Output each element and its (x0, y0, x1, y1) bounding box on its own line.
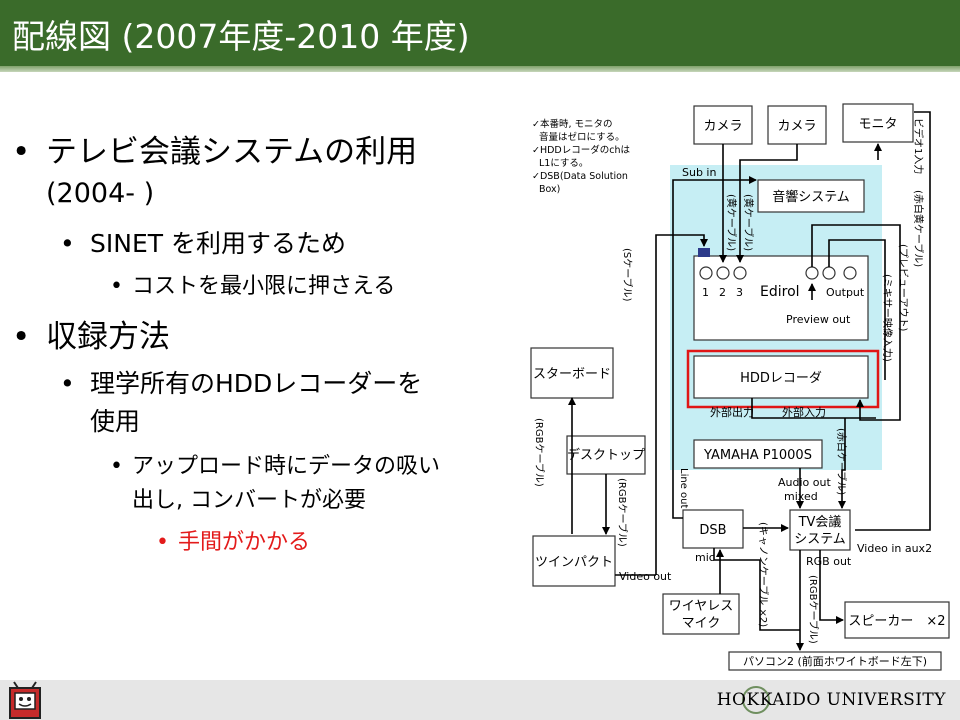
bullet-l2-hdd-line1: 理学所有のHDDレコーダーを (90, 369, 423, 398)
audio-system-label: 音響システム (772, 189, 850, 205)
rgb-out-label: RGB out (806, 555, 852, 568)
desktop-label: デスクトップ (567, 447, 645, 463)
bullet-l3-upload-line1: アップロード時にデータの吸い (132, 454, 441, 479)
bullet-l1-recording: 収録方法 (46, 319, 170, 355)
edirol-preview-label: Preview out (786, 313, 851, 326)
note-line: Box) (539, 184, 560, 195)
monitor-label: モニタ (858, 117, 897, 132)
hdd-recorder-label: HDDレコーダ (740, 371, 822, 386)
bullet-dot: • (12, 134, 31, 170)
cable-yellow-2: (黄ケーブル) (742, 194, 755, 251)
edirol-label: Edirol (760, 284, 800, 300)
audio-out-label-1: Audio out (778, 476, 831, 489)
tv-conference-label-2: システム (794, 532, 846, 547)
bullet-l1-video-conference: テレビ会議システムの利用 (46, 134, 418, 170)
bullet-dot: • (12, 319, 31, 355)
edirol-in2-label: 2 (719, 286, 726, 299)
title-bar: 配線図 (2007年度-2010 年度) (0, 0, 960, 66)
bullet-dot: • (110, 274, 123, 299)
dsb-box (682, 509, 744, 549)
note-line: ✓本番時, モニタの (532, 118, 613, 130)
video-out-label: Video out (619, 570, 672, 583)
line-out-label: Line out (678, 468, 689, 508)
edirol-output-1 (805, 266, 819, 280)
hdd-highlight (686, 349, 880, 409)
bullet-l1-video-conference-years: (2004- ) (46, 178, 155, 209)
cable-rwy-label: (赤白黄ケーブル) (912, 190, 925, 267)
speaker-label: スピーカー ×2 (848, 614, 945, 629)
edirol-input-2 (716, 266, 730, 280)
bullet-dot: • (60, 229, 75, 258)
cable-rgb-3: (RGBケーブル) (807, 575, 820, 644)
edirol-in3-label: 3 (736, 286, 743, 299)
wireless-mic-box (662, 593, 740, 635)
mixer-video-in-label: (ミキサー映像入力) (881, 274, 894, 362)
camera-2-label: カメラ (777, 119, 816, 134)
wireless-mic-label-2: マイク (682, 616, 721, 631)
edirol-output-label: Output (826, 286, 865, 299)
twin-pact-label: ツインパクト (535, 555, 613, 570)
bullet-l3-cost: コストを最小限に押さえる (132, 274, 396, 299)
bullet-l2-sinet: SINET を利用するため (90, 229, 346, 258)
audio-out-label-2: mixed (784, 490, 818, 503)
yamaha-label: YAMAHA P1000S (703, 448, 812, 463)
note-line: ✓DSB(Data Solution (532, 171, 628, 182)
camera-1-label: カメラ (703, 119, 742, 134)
hdd-recorder-box (693, 355, 869, 399)
edirol-output-3 (843, 266, 857, 280)
diagram-notes: ✓本番時, モニタの 音量はゼロにする。 ✓HDDレコーダのchは L1にする。… (532, 118, 630, 195)
note-line: 音量はゼロにする。 (539, 131, 625, 143)
audio-system-box (757, 179, 865, 213)
tv-conference-label-1: TV会議 (798, 515, 842, 530)
cable-yellow-1: (黄ケーブル) (725, 194, 738, 251)
cable-red-white: (赤白ケーブル) (835, 428, 848, 495)
university-name: HOKKAIDO UNIVERSITY (716, 690, 946, 710)
hdd-ext-out-label: 外部出力 (710, 405, 754, 419)
star-board-label: スターボード (533, 367, 611, 382)
speaker-box (844, 601, 950, 639)
cable-rgb-1: (RGBケーブル) (533, 418, 546, 487)
camera-1-box (693, 105, 753, 145)
pc2-box (728, 651, 942, 671)
edirol-input-1 (699, 266, 713, 280)
sub-in-port (698, 248, 710, 257)
bullet-l4-effort: 手間がかかる (178, 530, 311, 555)
star-board-box (530, 347, 614, 399)
footer-bar: HOKKAIDO UNIVERSITY (0, 680, 960, 720)
dsb-label: DSB (699, 523, 726, 538)
video-in-1-label: ビデオ1入力 (912, 118, 925, 174)
edirol-in1-label: 1 (702, 286, 709, 299)
sub-in-label: Sub in (682, 166, 716, 179)
cable-canon: (キャノンケーブル ×2) (757, 522, 770, 627)
mic-label: mic (695, 551, 715, 564)
bullet-dot-red: • (156, 530, 169, 555)
desktop-box (566, 435, 646, 475)
pc2-label: パソコン2 (前面ホワイトボード左下) (743, 654, 927, 668)
edirol-input-3 (733, 266, 747, 280)
note-line: L1にする。 (539, 158, 588, 169)
twin-pact-box (532, 535, 616, 587)
wireless-mic-label-1: ワイヤレス (669, 599, 734, 614)
hdd-ext-in-label: 外部入力 (782, 405, 826, 419)
bullet-l2-hdd-line2: 使用 (90, 407, 141, 436)
video-in-aux2-label: Video in aux2 (857, 542, 932, 555)
monitor-box (842, 103, 914, 143)
bullet-l3-upload-line2: 出し, コンバートが必要 (132, 488, 366, 513)
preview-out-v-label: (プレビューアウト) (897, 244, 909, 332)
cable-rgb-2: (RGBケーブル) (616, 478, 629, 547)
note-line: ✓HDDレコーダのchは (532, 144, 630, 156)
mascot-logo-icon (9, 681, 41, 719)
university-emblem-icon (742, 686, 770, 714)
yamaha-box (693, 439, 823, 469)
edirol-output-2 (822, 266, 836, 280)
slide-title: 配線図 (2007年度-2010 年度) (12, 17, 470, 56)
cable-s-label: (Sケーブル) (621, 248, 634, 302)
title-underline (0, 66, 960, 72)
bullet-dot: • (60, 369, 75, 398)
bullet-dot: • (110, 454, 123, 479)
